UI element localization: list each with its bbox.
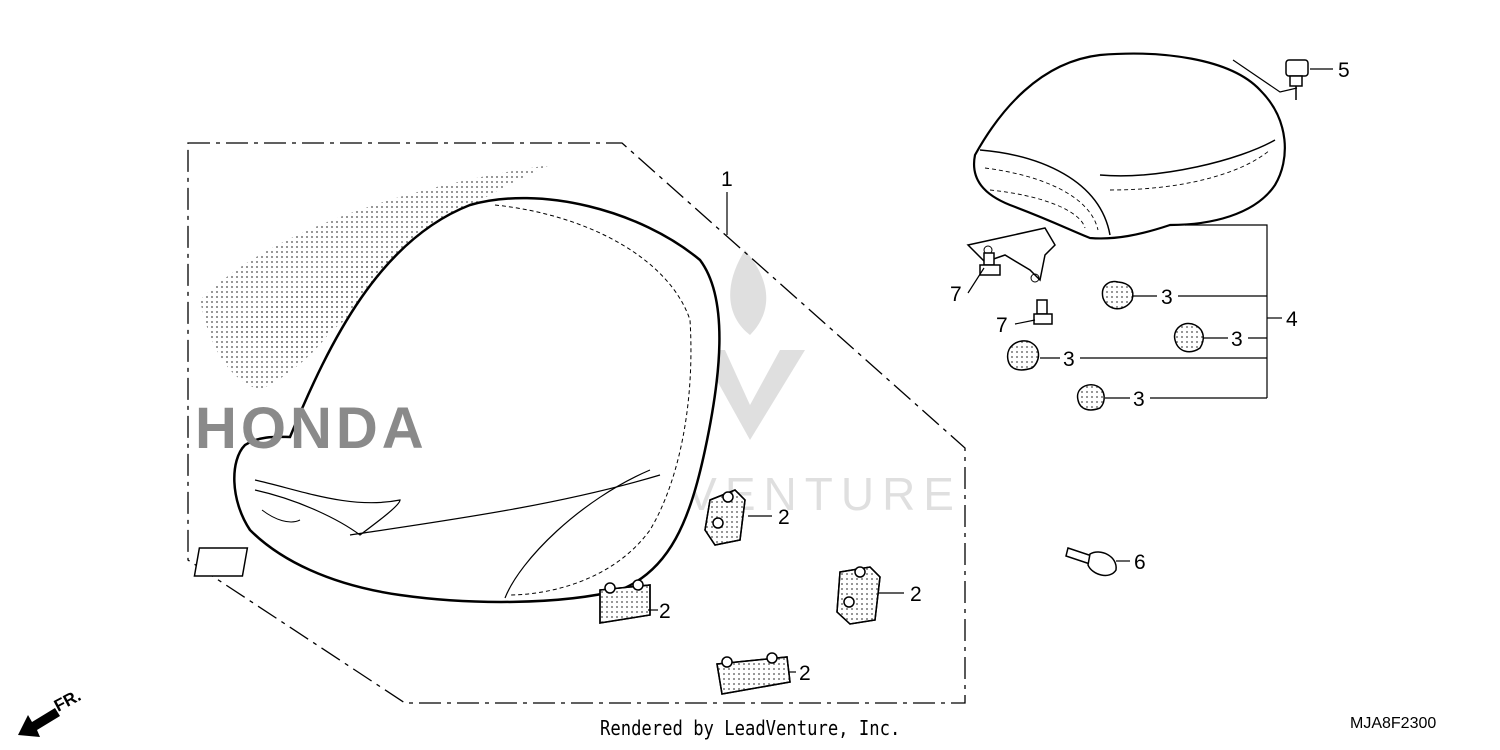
callout-6[interactable]: 6 — [1134, 551, 1146, 574]
leader-lines — [648, 68, 1333, 673]
cushion-parts[interactable] — [1006, 280, 1205, 411]
callout-2[interactable]: 2 — [799, 662, 811, 685]
bolt-5 — [1285, 59, 1309, 100]
callout-3[interactable]: 3 — [1231, 328, 1243, 351]
rubber-block-parts[interactable] — [599, 489, 881, 695]
pillion-seat-part[interactable] — [966, 52, 1298, 283]
callout-5[interactable]: 5 — [1338, 59, 1350, 82]
front-direction-arrow: FR. — [18, 686, 84, 737]
diagram-code: MJA8F2300 — [1350, 715, 1437, 732]
callout-2[interactable]: 2 — [778, 506, 790, 529]
callout-7[interactable]: 7 — [996, 314, 1008, 337]
kit-boundary — [187, 142, 966, 704]
bolt-7b — [1033, 299, 1053, 325]
callout-3[interactable]: 3 — [1063, 348, 1075, 371]
callout-1[interactable]: 1 — [721, 168, 733, 191]
main-seat-part[interactable] — [193, 196, 721, 604]
callout-2[interactable]: 2 — [910, 583, 922, 606]
logo-text: HONDA — [195, 396, 428, 461]
callout-labels: 1 2 2 2 2 3 3 3 3 4 5 6 7 7 — [659, 59, 1350, 685]
bolt-parts[interactable] — [979, 59, 1309, 577]
bolt-6 — [1065, 547, 1117, 577]
credit-text: Rendered by LeadVenture, Inc. — [600, 716, 901, 740]
callout-3[interactable]: 3 — [1133, 388, 1145, 411]
callout-2[interactable]: 2 — [659, 600, 671, 623]
callout-3[interactable]: 3 — [1161, 286, 1173, 309]
callout-7[interactable]: 7 — [950, 283, 962, 306]
callout-4[interactable]: 4 — [1286, 308, 1298, 331]
bolt-7a — [979, 252, 1001, 276]
